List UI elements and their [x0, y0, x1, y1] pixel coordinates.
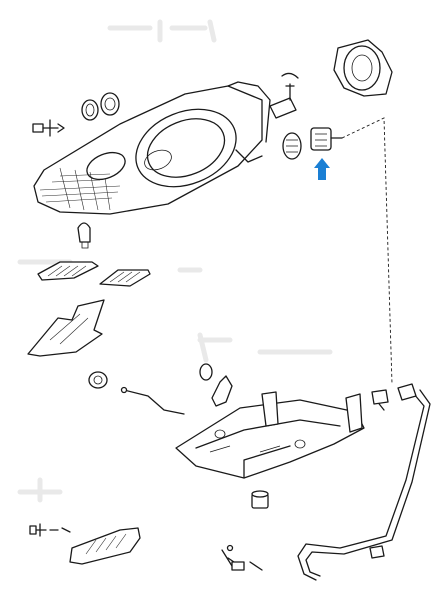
- cap-small: [251, 490, 269, 509]
- mounting-screws: [221, 544, 263, 571]
- hose-clip: [369, 545, 385, 559]
- reflector-insert-right: [99, 269, 151, 287]
- side-marker: [69, 527, 141, 565]
- leader-line: [341, 117, 393, 385]
- connector-plug: [310, 127, 343, 151]
- rear-cover-cap: [333, 39, 393, 97]
- bulb-h7-left: [32, 119, 65, 137]
- adjuster-ring: [81, 92, 120, 121]
- grommet: [199, 363, 213, 381]
- marker-bulb: [29, 523, 71, 537]
- protective-film: [27, 299, 105, 357]
- adjuster-rod: [120, 386, 185, 415]
- reflector-insert-left: [37, 261, 99, 281]
- bulb-small: [77, 222, 91, 249]
- vent-hose: [297, 383, 431, 581]
- bracket-clip: [211, 375, 233, 407]
- mounting-tray: [175, 391, 365, 479]
- headlamp-housing: [33, 81, 271, 215]
- arrow-up-icon: [314, 158, 330, 180]
- lamp-socket: [88, 371, 108, 389]
- bracket-small: [371, 389, 389, 405]
- socket-round: [282, 132, 302, 160]
- bulb-top: [269, 72, 299, 119]
